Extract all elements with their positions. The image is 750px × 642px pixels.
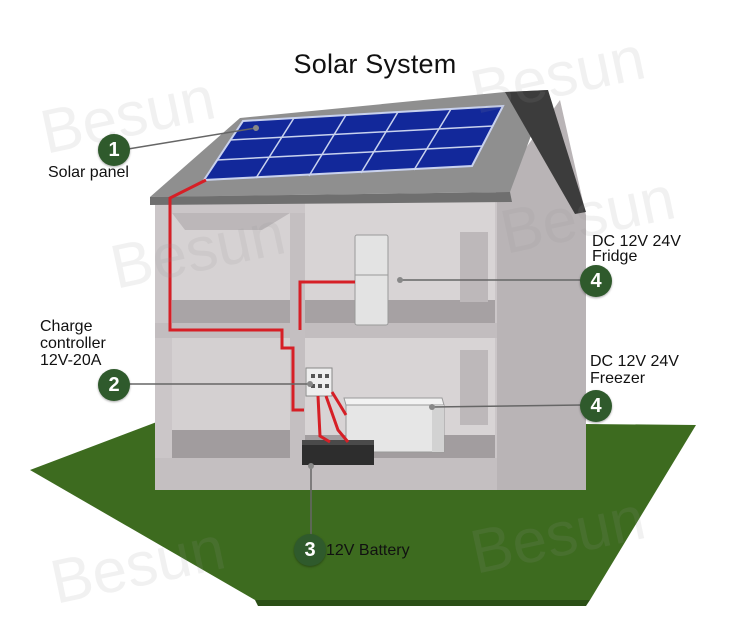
solar-panel-label: Solar panel bbox=[48, 164, 129, 181]
fridge-label-line2: Fridge bbox=[592, 248, 638, 265]
solar-panel bbox=[202, 104, 505, 182]
wiring bbox=[168, 178, 355, 444]
callout-badge-4-freezer: 4 bbox=[580, 390, 612, 422]
callout-badge-4-fridge: 4 bbox=[580, 265, 612, 297]
callout-badge-1: 1 bbox=[98, 134, 130, 166]
fridge bbox=[354, 234, 389, 326]
freezer-label-line2: Freezer bbox=[590, 370, 646, 387]
charge-controller-label-line1: Charge bbox=[40, 318, 93, 335]
battery bbox=[302, 443, 374, 465]
house-side-wall bbox=[496, 100, 586, 490]
fridge-label-line1: DC 12V 24V bbox=[592, 233, 681, 250]
charge-controller-label-line3: 12V-20A bbox=[40, 352, 102, 369]
charge-controller-label-line2: controller bbox=[40, 335, 106, 352]
callout-badge-3: 3 bbox=[294, 534, 326, 566]
freezer-label-line1: DC 12V 24V bbox=[590, 353, 679, 370]
battery-label: 12V Battery bbox=[326, 542, 410, 559]
callout-lines bbox=[127, 127, 583, 540]
diagram-title: Solar System bbox=[293, 49, 457, 79]
callout-badge-2: 2 bbox=[98, 369, 130, 401]
